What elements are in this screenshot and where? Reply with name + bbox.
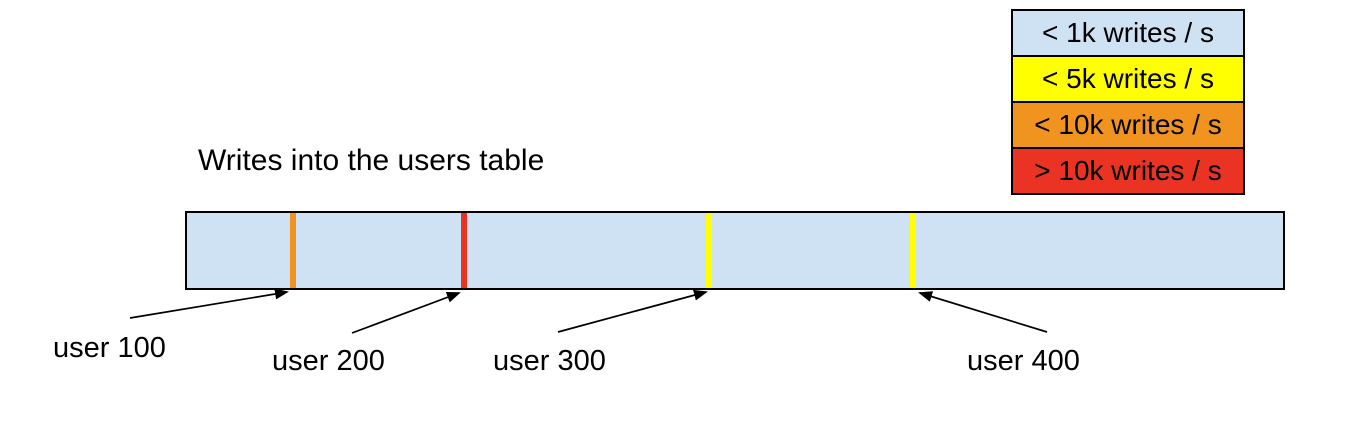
- legend-item-lt-1k-label: < 1k writes / s: [1042, 17, 1214, 48]
- write-rate-legend: < 1k writes / s < 5k writes / s < 10k wr…: [1011, 9, 1245, 195]
- label-user-100: user 100: [53, 332, 166, 364]
- arrow-user-300: [557, 289, 708, 333]
- legend-item-lt-10k: < 10k writes / s: [1013, 101, 1243, 147]
- legend-item-gt-10k: > 10k writes / s: [1013, 147, 1243, 193]
- write-hotspot-user-300: [706, 213, 712, 288]
- label-user-200: user 200: [272, 345, 385, 377]
- label-user-300: user 300: [493, 345, 606, 377]
- legend-item-lt-10k-label: < 10k writes / s: [1034, 109, 1222, 140]
- write-hotspot-user-200: [461, 213, 467, 288]
- legend-item-lt-1k: < 1k writes / s: [1013, 11, 1243, 55]
- legend-item-gt-10k-label: > 10k writes / s: [1034, 155, 1222, 186]
- label-user-400: user 400: [967, 345, 1080, 377]
- arrow-user-100: [129, 288, 289, 319]
- legend-item-lt-5k: < 5k writes / s: [1013, 55, 1243, 101]
- arrow-user-200: [351, 292, 461, 334]
- write-hotspot-user-400: [910, 213, 916, 288]
- legend-item-lt-5k-label: < 5k writes / s: [1042, 63, 1214, 94]
- diagram-title: Writes into the users table: [198, 144, 545, 177]
- arrow-user-400: [918, 291, 1048, 333]
- write-hotspot-user-100: [290, 213, 296, 288]
- users-table-bar: [185, 211, 1285, 290]
